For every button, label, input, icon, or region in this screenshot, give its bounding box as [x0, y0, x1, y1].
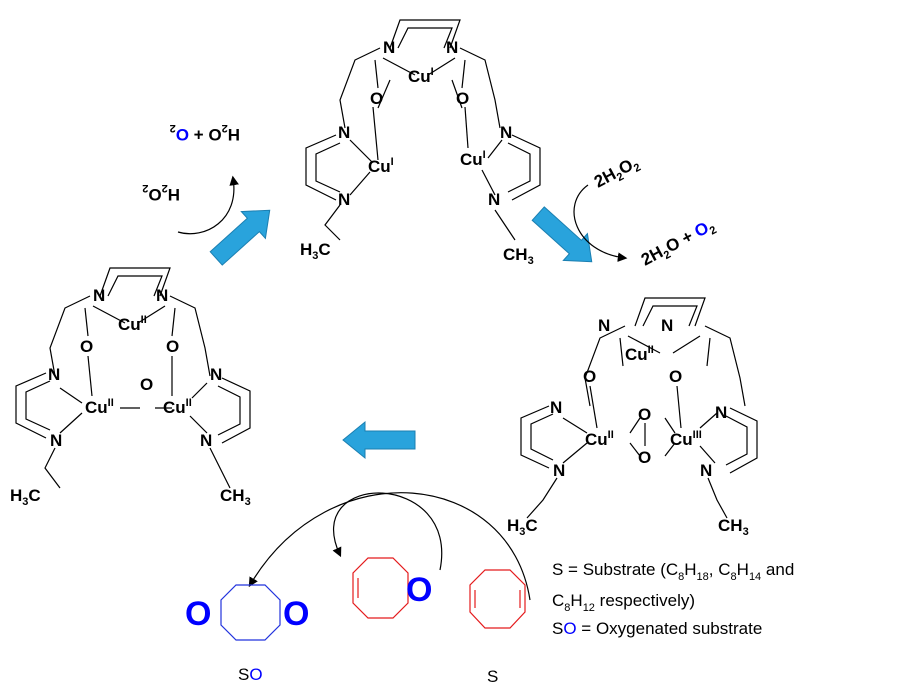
bis-epoxide-ring: O O [185, 584, 309, 641]
svg-text:N: N [488, 190, 500, 209]
svg-text:CuIII: CuIII [670, 429, 702, 449]
svg-text:O: O [140, 375, 153, 394]
reagent-h2o-o2-out: H2O + O2 [170, 122, 240, 144]
svg-text:N: N [553, 461, 565, 480]
svg-text:H3C: H3C [10, 486, 41, 508]
oxo-transfer-arc-inner [332, 492, 443, 571]
mono-epoxide-ring: O [352, 557, 432, 619]
epoxide-oxygen-right: O [283, 595, 309, 633]
svg-text:CuI: CuI [460, 149, 486, 169]
svg-text:CuII: CuII [163, 397, 192, 417]
svg-text:H3C: H3C [507, 516, 538, 538]
svg-text:N: N [383, 38, 395, 57]
svg-text:O: O [456, 89, 469, 108]
svg-text:O: O [638, 448, 651, 467]
svg-text:N: N [715, 403, 727, 422]
svg-text:N: N [446, 38, 458, 57]
reagent-2h2o-o2-out: 2H2O + O2 [638, 215, 719, 272]
svg-text:N: N [338, 123, 350, 142]
svg-text:N: N [156, 286, 168, 305]
complex-cu-ii-oxo: N N CuII O O N N CuII O CuII N N H3C CH3 [10, 267, 251, 508]
svg-text:H2O2: H2O2 [142, 182, 180, 204]
svg-text:CuII: CuII [625, 344, 654, 364]
svg-text:N: N [210, 365, 222, 384]
svg-text:CuII: CuII [118, 314, 147, 334]
svg-text:N: N [93, 286, 105, 305]
cycle-arrow-downright [531, 206, 593, 263]
reagent-arrow-left [177, 175, 239, 235]
svg-text:N: N [550, 398, 562, 417]
svg-text:CuI: CuI [408, 66, 434, 86]
substrate-ring [469, 569, 526, 629]
svg-text:CuI: CuI [368, 156, 394, 176]
svg-text:H2O + O2: H2O + O2 [170, 122, 240, 144]
s-label: S [487, 667, 498, 686]
svg-text:CH3: CH3 [503, 245, 534, 267]
legend: S = Substrate (C8H18, C8H14 and C8H12 re… [552, 560, 794, 638]
svg-text:H3C: H3C [300, 240, 331, 262]
svg-text:N: N [661, 316, 673, 335]
svg-text:O: O [370, 89, 383, 108]
svg-text:CH3: CH3 [220, 486, 251, 508]
svg-text:N: N [700, 461, 712, 480]
cycle-arrow-left [342, 420, 416, 460]
svg-text:N: N [200, 431, 212, 450]
svg-text:N: N [338, 190, 350, 209]
svg-text:O: O [669, 367, 682, 386]
svg-text:CuII: CuII [85, 397, 114, 417]
reagent-arrow-right [573, 184, 628, 262]
legend-line-3: SO = Oxygenated substrate [552, 619, 762, 638]
epoxide-oxygen-label: O [406, 571, 432, 609]
oxo-transfer-arc-outer [248, 492, 531, 601]
so-label: SO [238, 665, 263, 684]
svg-text:O: O [166, 337, 179, 356]
svg-text:CuII: CuII [585, 429, 614, 449]
cycle-arrow-upright [209, 209, 271, 266]
svg-text:N: N [500, 123, 512, 142]
reagent-2h2o2-in: 2H2O2 [591, 153, 643, 195]
svg-text:O: O [80, 337, 93, 356]
svg-text:CH3: CH3 [718, 516, 749, 538]
reagent-h2o2-in: H2O2 [142, 182, 180, 204]
legend-line-1: S = Substrate (C8H18, C8H14 and [552, 560, 794, 583]
svg-text:O: O [638, 405, 651, 424]
legend-line-2: C8H12 respectively) [552, 591, 695, 614]
svg-text:N: N [598, 316, 610, 335]
svg-text:N: N [50, 431, 62, 450]
complex-cu-ii-cu-iii-peroxo: N N CuII O O N N CuII O O CuIII N N H3C … [507, 297, 758, 538]
epoxide-oxygen-left: O [185, 595, 211, 633]
svg-text:O: O [583, 367, 596, 386]
svg-text:N: N [48, 365, 60, 384]
complex-cu-i: N N CuI O O N N CuI CuI N N H3C CH3 [300, 19, 541, 267]
